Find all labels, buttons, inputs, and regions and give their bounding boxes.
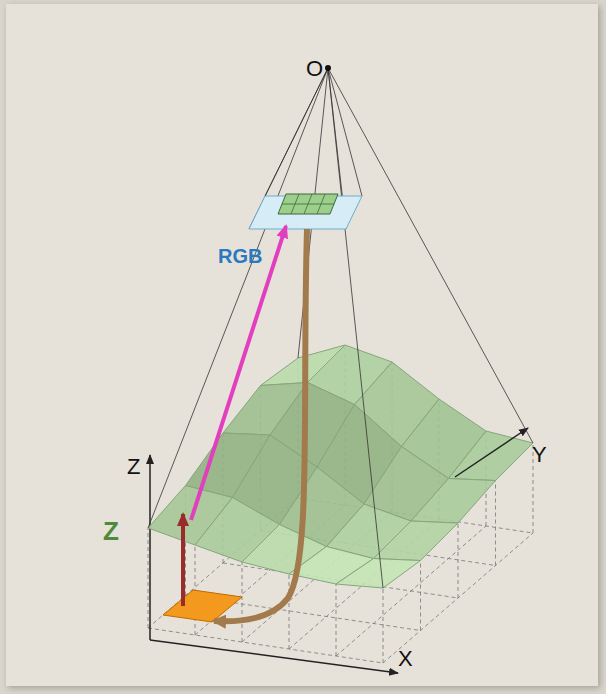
terrain-facet <box>336 559 421 589</box>
reprojection-arrow <box>214 229 307 621</box>
height-line <box>242 562 243 642</box>
projection-center <box>325 65 331 71</box>
height-line <box>495 481 496 566</box>
projection-ray <box>328 68 383 588</box>
height-line <box>420 561 421 631</box>
x-axis <box>150 640 398 673</box>
height-line <box>458 523 459 598</box>
height-line <box>289 574 290 649</box>
pixel-grid <box>282 194 334 214</box>
projection-rays <box>148 68 533 588</box>
height-arrow <box>181 514 185 606</box>
y-axis <box>455 428 528 477</box>
terrain-facet <box>411 479 496 524</box>
ground-cell <box>163 590 242 622</box>
grid-line <box>148 628 383 663</box>
height-line <box>148 528 149 628</box>
panel <box>6 4 598 686</box>
z-axis <box>149 455 151 640</box>
height-label: Z <box>103 518 119 544</box>
color-arrow <box>191 226 286 520</box>
height-line <box>336 584 337 656</box>
axis-label: Y <box>532 444 547 466</box>
terrain-facet <box>374 521 459 561</box>
frustum-line <box>328 68 362 196</box>
ground-grid <box>148 345 533 663</box>
axis-label: X <box>398 648 413 670</box>
image-pixels <box>278 194 338 214</box>
projection-ray <box>148 68 328 528</box>
channel-label: RGB <box>218 246 262 266</box>
axis-label: Z <box>127 456 140 478</box>
point-label: O <box>306 58 323 80</box>
height-line <box>383 588 384 663</box>
projection-ray <box>328 68 533 443</box>
